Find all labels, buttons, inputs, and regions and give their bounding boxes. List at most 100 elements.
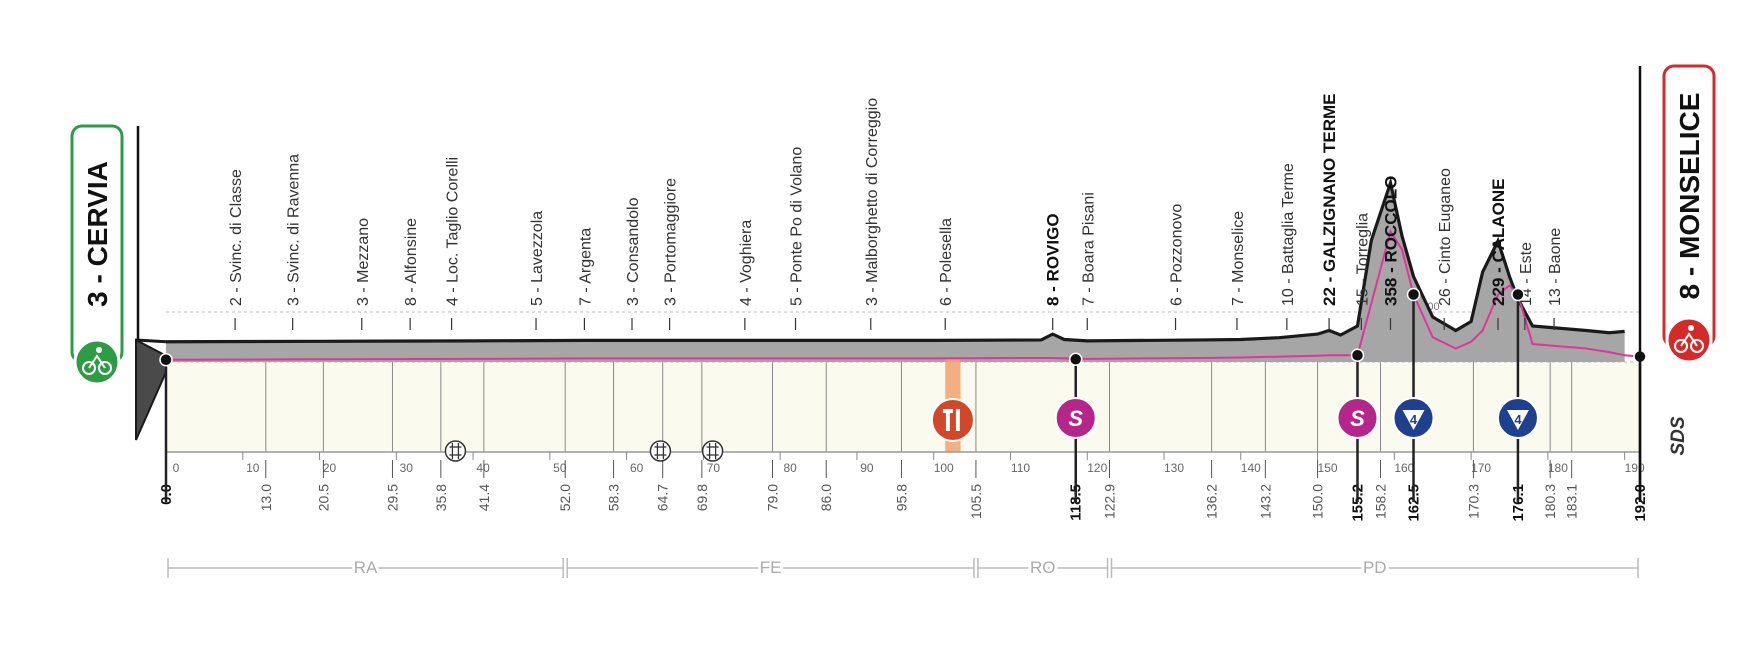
place-label: 7 - Boara Pisani — [1080, 192, 1097, 306]
km-label: 20.5 — [315, 484, 331, 511]
km-label: 69.8 — [694, 484, 710, 511]
km-label: 155.2 — [1349, 484, 1366, 522]
place-label: 5 - Lavezzola — [529, 211, 546, 306]
place-label: 4 - Voghiera — [738, 220, 755, 306]
x-tick-label: 60 — [630, 461, 644, 475]
place-label: 2 - Svinc. di Classe — [228, 169, 245, 306]
place-label: 22 - GALZIGNANO TERME — [1320, 93, 1339, 306]
region-label: RO — [1030, 558, 1056, 577]
x-tick-label: 20 — [323, 461, 337, 475]
x-tick-label: 120 — [1087, 461, 1107, 475]
x-tick-label: 40 — [476, 461, 490, 475]
km-label: 79.0 — [764, 484, 780, 511]
feed-zone-icon — [930, 398, 975, 442]
x-tick-label: 30 — [400, 461, 414, 475]
km-label: 122.9 — [1102, 484, 1118, 519]
railway-crossing-icon — [701, 440, 724, 462]
km-label: 183.1 — [1564, 484, 1580, 519]
place-label: 3 - Mezzano — [355, 218, 372, 306]
place-label: 26 - Cinto Euganeo — [1437, 168, 1454, 306]
marker-dot — [1406, 287, 1421, 302]
sprint-marker-symbol: S — [1068, 406, 1083, 431]
start-cyclist-icon — [73, 338, 121, 386]
km-label: 143.2 — [1257, 484, 1273, 519]
brand-logo: SDS — [1668, 416, 1689, 455]
place-label: 4 - Loc. Taglio Corelli — [445, 157, 462, 306]
railway-crossing-icon — [649, 440, 672, 462]
km-label: 150.0 — [1310, 484, 1326, 519]
place-label: 13 - Baone — [1547, 228, 1564, 306]
sprint-marker-symbol: S — [1350, 406, 1365, 431]
profile-ridge-line — [165, 176, 1625, 344]
km-label: 118.5 — [1068, 484, 1085, 521]
km-label: 180.3 — [1542, 484, 1558, 519]
place-label: 5 - Ponte Po di Volano — [789, 147, 806, 306]
km-label: 176.1 — [1510, 484, 1527, 522]
km-label: 158.2 — [1373, 484, 1389, 519]
place-label: 8 - ROVIGO — [1044, 213, 1063, 306]
km-label: 58.3 — [606, 484, 622, 511]
place-label: 358 - ROCCOLO — [1381, 176, 1400, 306]
marker-dot — [1350, 348, 1365, 362]
sprint-marker-badge — [1054, 397, 1097, 439]
km-label: 29.5 — [384, 484, 400, 511]
place-label: 229 - CALAONE — [1489, 178, 1508, 306]
place-label: 6 - Polesella — [938, 218, 955, 306]
place-label: 3 - Svinc. di Ravenna — [286, 154, 303, 306]
x-tick-label: 90 — [860, 461, 874, 475]
place-label: 15 - Torreglia — [1354, 213, 1371, 306]
place-label: 3 - Consandolo — [625, 197, 642, 306]
x-tick-label: 180 — [1548, 461, 1568, 475]
x-tick-label: 50 — [553, 461, 567, 475]
place-label: 10 - Battaglia Terme — [1280, 163, 1297, 306]
km-label: 95.8 — [893, 484, 909, 511]
km-label: 105.5 — [968, 484, 984, 519]
kom-triangle — [1402, 410, 1425, 430]
x-tick-label: 160 — [1394, 461, 1414, 475]
finish-town-label: 8 - MONSELICE — [1674, 93, 1705, 300]
kom-marker-symbol: 4 — [1514, 412, 1522, 427]
kom-marker-symbol: 4 — [1410, 412, 1418, 427]
km-label: 64.7 — [655, 484, 671, 511]
x-tick-label: 130 — [1164, 461, 1184, 475]
x-tick-label: 140 — [1241, 461, 1261, 475]
km-label: 13.0 — [258, 484, 274, 511]
km-label: 192.0 — [1632, 484, 1649, 522]
x-tick-label: 10 — [246, 461, 260, 475]
region-label: RA — [354, 558, 378, 577]
profile-left-edge — [135, 338, 167, 344]
railway-crossing-icon — [444, 440, 467, 462]
place-label: 6 - Pozzonovo — [1169, 204, 1186, 306]
km-label: 86.0 — [818, 484, 834, 511]
region-label: FE — [760, 558, 782, 577]
place-label: 8 - Alfonsine — [403, 218, 420, 306]
place-label: 3 - Portomaggiore — [663, 178, 680, 306]
marker-dot — [1511, 287, 1525, 302]
km-label: 41.4 — [476, 484, 492, 511]
x-tick-label: 100 — [934, 461, 954, 475]
kom-triangle — [1506, 410, 1529, 430]
x-tick-label: 0 — [173, 461, 180, 475]
x-tick-label: 80 — [783, 461, 797, 475]
km-label: 52.0 — [557, 484, 573, 511]
x-tick-label: 170 — [1471, 461, 1491, 475]
x-tick-label: 150 — [1318, 461, 1338, 475]
x-tick-label: 190 — [1625, 461, 1645, 475]
sprint-marker-badge — [1336, 397, 1379, 439]
x-tick-label: 110 — [1011, 461, 1030, 475]
km-label: 170.3 — [1465, 484, 1481, 519]
start-town-label: 3 - CERVIA — [82, 161, 113, 307]
place-label: 3 - Malborghetto di Correggio — [864, 98, 881, 306]
profile-area — [166, 182, 1625, 362]
place-label: 7 - Argenta — [577, 228, 594, 306]
km-label: 162.5 — [1406, 484, 1423, 522]
base-band — [166, 362, 1640, 452]
marker-dot — [1068, 352, 1083, 367]
marker-dot — [159, 353, 173, 367]
x-tick-label: 70 — [707, 461, 721, 475]
km-label: 35.8 — [433, 484, 449, 511]
region-label: PD — [1363, 558, 1387, 577]
finish-cyclist-icon — [1665, 316, 1713, 364]
